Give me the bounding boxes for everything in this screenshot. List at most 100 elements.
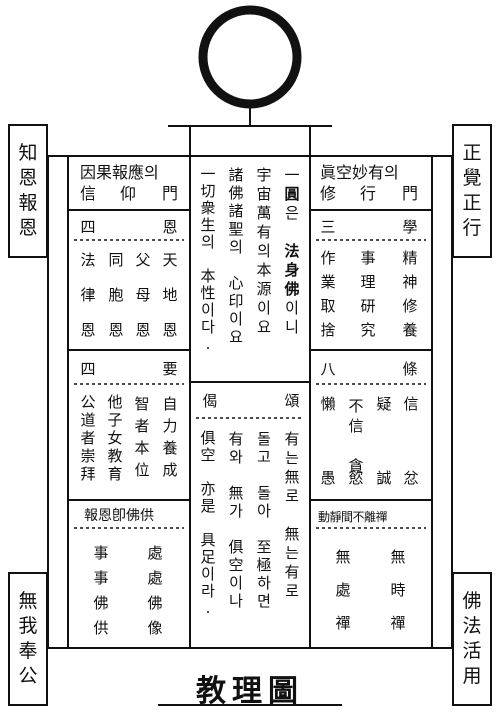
eight-item-char: 愚 [320,469,336,487]
offering-char: 處 [147,569,163,587]
center-char: 心 [228,274,244,292]
verse-char: . [205,599,211,617]
essential-char: 女 [107,429,123,447]
side-char: 行 [462,217,482,239]
right-header-line2-char: 行 [359,184,376,203]
side-char: 恩 [18,217,38,239]
verse-title-char: 偈 [202,392,218,410]
center-char: 佛 [228,184,244,202]
study-cell: 神 [402,273,418,291]
study-cell: 作 [320,249,336,267]
eight-item-char [347,436,365,456]
grace-cell: 同 [108,251,124,269]
verse-char [227,520,245,538]
side-char: 法 [462,615,482,637]
left-header-line2-char: 信 [79,184,96,203]
study-cell: 捨 [320,321,336,339]
side-char: 活 [462,640,482,662]
verse-char: 나 [229,592,243,610]
study-cell: 究 [360,321,376,339]
center-char: 이 [285,299,299,317]
eight-items-title-char: 八 [320,360,336,378]
eight-item-char: 貪 [348,457,364,475]
study-cell: 研 [360,297,376,315]
verse-char: 足 [200,548,216,566]
eight-item-char: 不 [348,397,364,415]
verse-char: 가 [229,502,243,520]
grace-cell: 胞 [108,286,124,304]
right-header-line2-char: 修 [319,184,336,203]
offering-column-b: 處 處 佛 像 [146,541,164,641]
center-char: 本 [256,261,272,279]
offering-char: 供 [93,619,109,637]
verse-char: 有 [228,430,244,448]
verse-title-char: 頌 [284,392,300,410]
side-char: 正 [462,142,482,164]
center-char: 諸 [228,166,244,184]
side-label-top-right: 正 覺 正 行 [452,124,492,258]
study-cell: 養 [402,321,418,339]
side-label-top-left: 知 恩 報 恩 [8,124,48,258]
verse-column: 有 는 無 로 無 는 有 로 [283,430,301,601]
side-char: 用 [462,665,482,687]
offering-column-a: 事 事 佛 供 [92,541,110,641]
center-char: 本 [200,267,216,285]
essential-char: 教 [107,447,123,465]
verse-char: 具 [200,531,216,549]
study-cell: 理 [360,273,376,291]
center-char: 生 [200,216,216,234]
eight-items-title-char: 條 [402,360,418,378]
center-char: 一 [284,166,300,184]
verse-char: 亦 [200,480,216,498]
center-char: 宙 [256,185,272,203]
center-char: 切 [200,182,216,200]
essential-char: 者 [134,417,150,435]
center-char: 有 [256,223,272,241]
verse-column: 有 와 無 가 俱 空 이 나 [227,430,245,610]
grace-cell: 律 [80,286,96,304]
verse-char [199,464,217,481]
center-char: . [205,335,211,353]
left-header-line2-char: 仰 [119,184,136,203]
center-char [283,223,301,242]
center-top-column: 宇 宙 萬 有 의 本 源 이 요 [255,166,273,337]
offering-char: 事 [93,544,109,562]
offering-char: 事 [93,569,109,587]
side-char: 奉 [18,640,38,662]
zen-column-a: 無 處 禪 [334,541,352,640]
center-char: 의 [229,238,243,256]
grace-cell: 恩 [80,321,96,339]
verse-char: 아 [257,502,271,520]
four-essentials-column: 智 者 本 位 [133,393,151,481]
essential-char: 道 [80,411,96,429]
grace-cell: 母 [135,286,151,304]
center-char: 聖 [228,220,244,238]
right-header-line1: 眞空妙有의 [320,163,399,182]
eight-item-char: 信 [348,417,364,435]
center-char: 佛 [284,280,300,298]
offering-title: 報恩卽佛供 [84,508,154,524]
verse-char: 돌 [257,484,271,502]
verse-char: 無 [228,484,244,502]
essential-char: 養 [162,439,178,457]
side-char: 公 [18,665,38,687]
grace-cell: 父 [135,251,151,269]
center-char: 衆 [200,199,216,217]
three-studies-title-char: 三 [320,218,336,236]
side-char: 覺 [462,167,482,189]
verse-char [227,466,245,484]
verse-char: 有 [284,430,300,448]
side-char: 恩 [18,167,38,189]
eight-item-char: 懶 [320,395,336,413]
center-top-column: 一 圓 은 法 身 佛 이 니 [283,166,301,337]
four-essentials-title-char: 要 [162,360,178,378]
essential-char: 自 [162,395,178,413]
eight-items-column: 不 信 貪 [347,396,365,476]
essential-char: 力 [162,417,178,435]
verse-char: 俱 [228,538,244,556]
eight-item-char: 信 [403,395,419,413]
center-char: 印 [228,292,244,310]
offering-char: 佛 [93,594,109,612]
verse-char: 無 [284,468,300,486]
center-top-column: 一 切 衆 生 의 本 性 이 다 . [199,166,217,353]
